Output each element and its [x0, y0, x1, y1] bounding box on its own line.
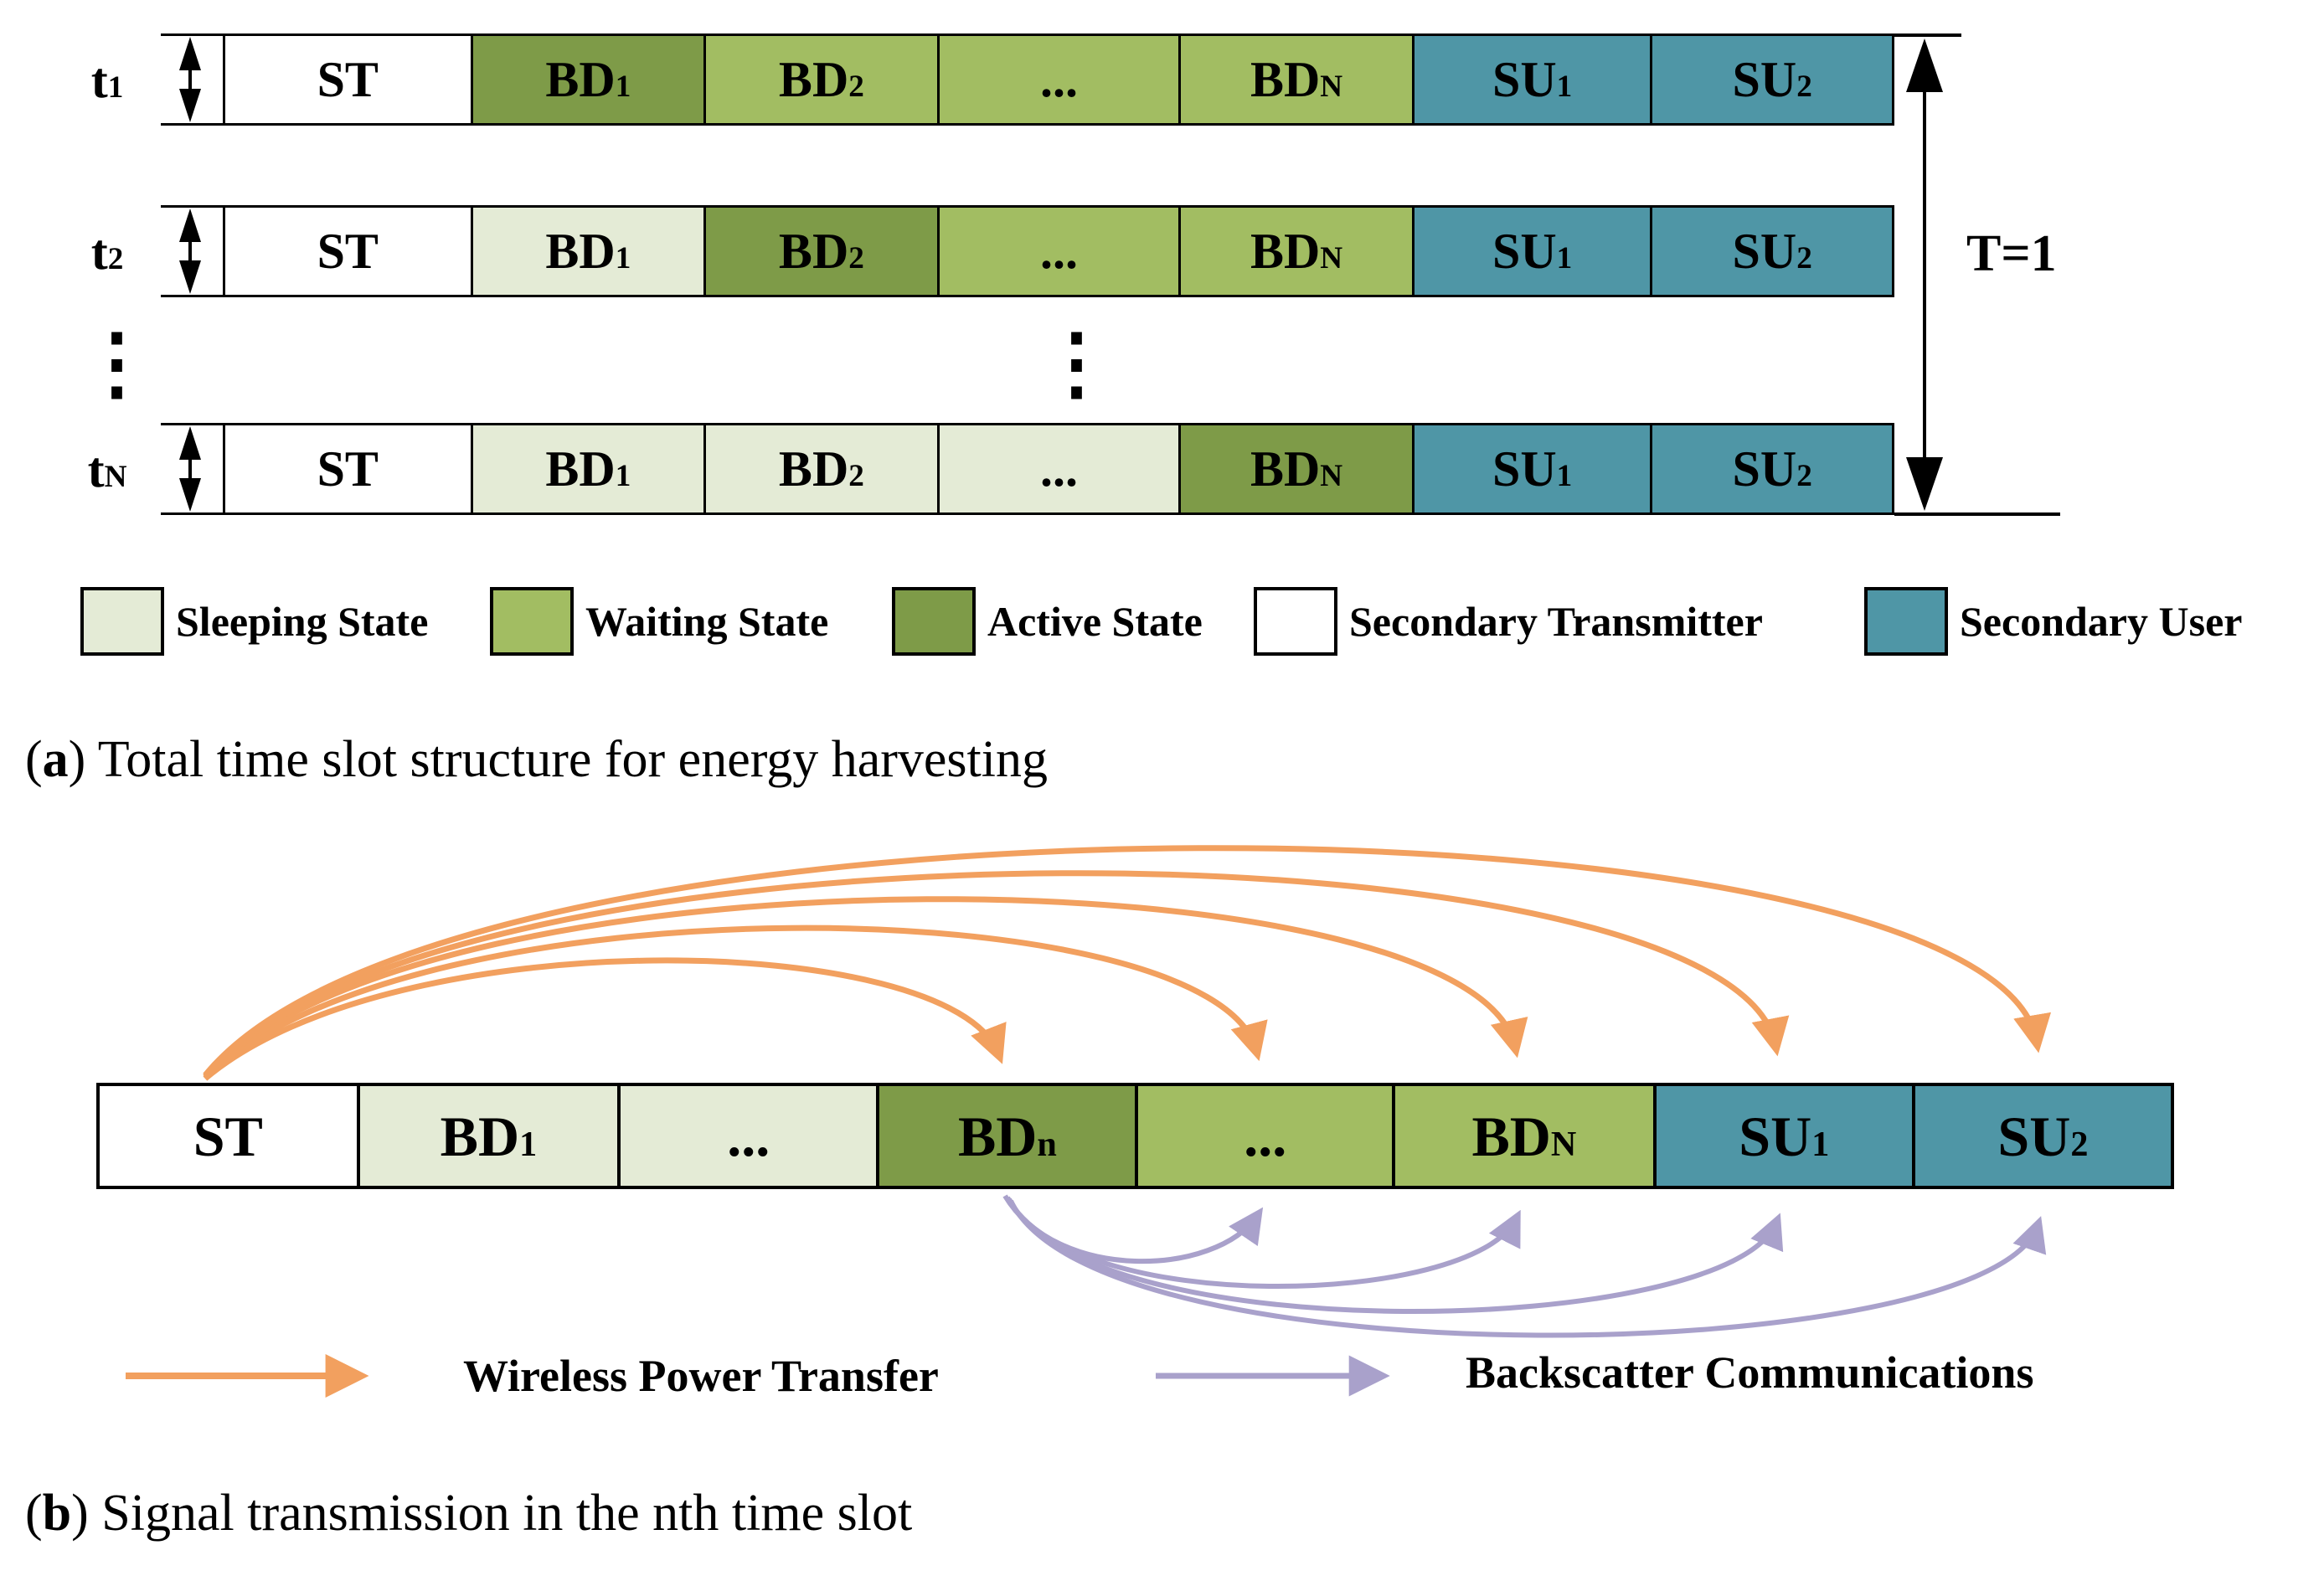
vertical-ellipsis-middle: ⋮ — [1037, 319, 1116, 408]
caption-a: (a) Total time slot structure for energy… — [25, 731, 1049, 788]
time-slot-row-tN: ST BD1 BD2 ... BDN SU1 SU2 — [223, 423, 1894, 515]
cell-b-bd1: BD1 — [356, 1086, 618, 1186]
secondary-transmitter-swatch — [1254, 587, 1337, 656]
cell-b-bdN: BDN — [1392, 1086, 1653, 1186]
cell-t1-dots: ... — [936, 36, 1179, 123]
wpt-legend-label: Wireless Power Transfer — [463, 1351, 939, 1401]
cell-b-st: ST — [100, 1086, 357, 1186]
legend-item-sleeping-state: Sleeping State — [80, 583, 428, 660]
sleeping-state-swatch — [80, 587, 164, 656]
row-overhang-tN — [161, 423, 223, 515]
legend-item-waiting-state: Waiting State — [490, 583, 828, 660]
row-label-tN: tN — [87, 442, 127, 497]
cell-t2-bdN: BDN — [1178, 208, 1412, 295]
cell-t2-bd1: BD1 — [470, 208, 704, 295]
cell-t1-st: ST — [225, 36, 471, 123]
cell-b-dots-left: ... — [617, 1086, 877, 1186]
secondary-user-swatch — [1864, 587, 1948, 656]
cell-t2-su2: SU2 — [1650, 208, 1892, 295]
cell-b-bdn: BDn — [876, 1086, 1136, 1186]
cell-tN-st: ST — [225, 425, 471, 512]
row-overhang-t1 — [161, 33, 223, 126]
row-overhang-t2 — [161, 205, 223, 297]
wpt-arcs — [203, 845, 2051, 1081]
legend-item-secondary-transmitter: Secondary Transmitter — [1254, 583, 1763, 660]
cell-b-dots-right: ... — [1135, 1086, 1393, 1186]
legend-item-secondary-user: Secondary User — [1864, 583, 2242, 660]
cell-b-su1: SU1 — [1652, 1086, 1912, 1186]
time-slot-row-t2: ST BD1 BD2 ... BDN SU1 SU2 — [223, 205, 1894, 297]
cell-t1-bd2: BD2 — [703, 36, 937, 123]
cell-tN-bd1: BD1 — [470, 425, 704, 512]
cell-b-su2: SU2 — [1911, 1086, 2171, 1186]
waiting-state-swatch — [490, 587, 574, 656]
active-state-swatch — [892, 587, 976, 656]
caption-b: (b) Signal transmission in the nth time … — [25, 1485, 913, 1542]
legend-item-active-state: Active State — [892, 583, 1203, 660]
backscatter-legend-label: Backscatter Communications — [1466, 1347, 2034, 1398]
cell-t1-bd1: BD1 — [470, 36, 704, 123]
cell-t2-st: ST — [225, 208, 471, 295]
row-label-t1: t1 — [90, 53, 124, 108]
cell-t1-su1: SU1 — [1411, 36, 1651, 123]
cell-t2-dots: ... — [936, 208, 1179, 295]
total-duration-label: T=1 — [1966, 225, 2057, 282]
backscatter-arcs — [1002, 1194, 2047, 1338]
cell-t1-bdN: BDN — [1178, 36, 1412, 123]
time-slot-row-t1: ST BD1 BD2 ... BDN SU1 SU2 — [223, 33, 1894, 126]
cell-tN-bd2: BD2 — [703, 425, 937, 512]
cell-tN-dots: ... — [936, 425, 1179, 512]
cell-t2-bd2: BD2 — [703, 208, 937, 295]
vertical-ellipsis-left: ⋮ — [77, 319, 157, 408]
cell-t2-su1: SU1 — [1411, 208, 1651, 295]
cell-t1-su2: SU2 — [1650, 36, 1892, 123]
cell-tN-su1: SU1 — [1411, 425, 1651, 512]
row-label-t2: t2 — [90, 224, 124, 280]
nth-slot-bar: ST BD1 ... BDn ... BDN SU1 SU2 — [96, 1083, 2174, 1189]
cell-tN-su2: SU2 — [1650, 425, 1892, 512]
cell-tN-bdN: BDN — [1178, 425, 1412, 512]
